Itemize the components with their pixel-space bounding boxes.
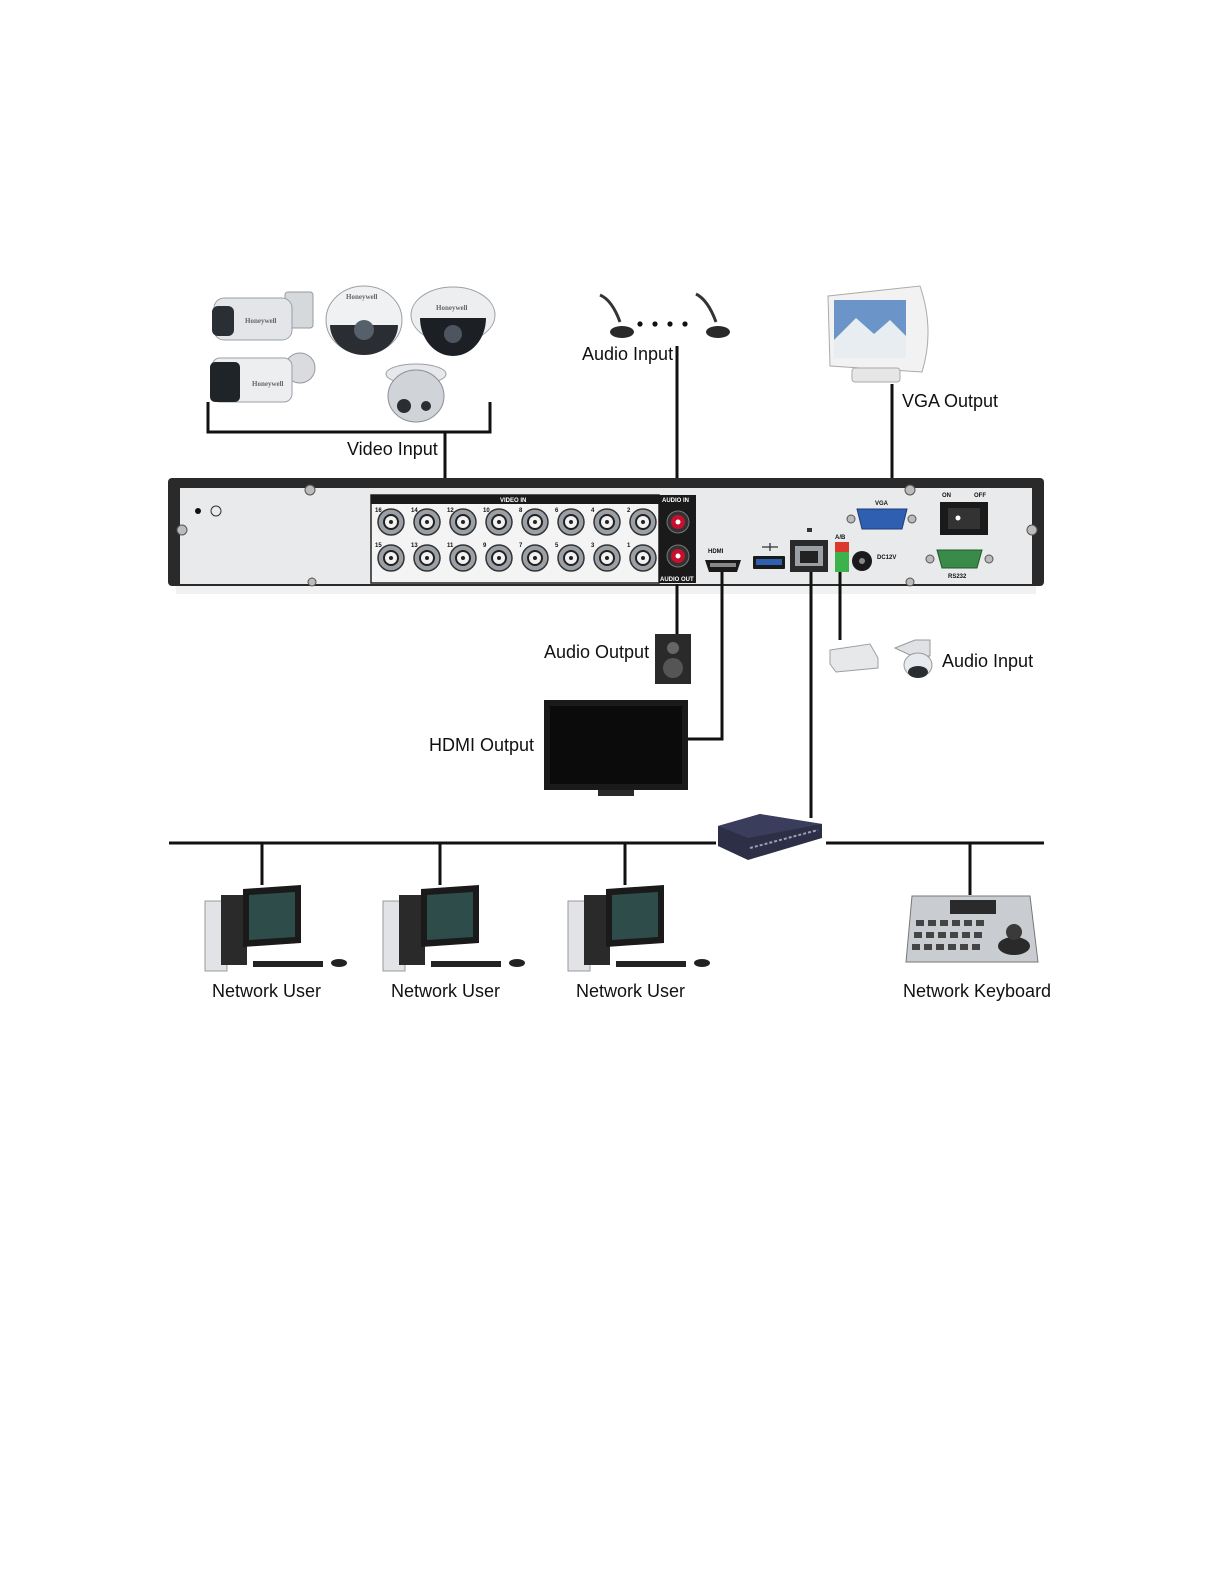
bnc-connector-pin	[533, 556, 537, 560]
svg-text:RS232: RS232	[948, 574, 967, 580]
bnc-connector-pin	[497, 520, 501, 524]
hdmi-output-label: HDMI Output	[429, 735, 534, 755]
svg-text:OFF: OFF	[974, 493, 986, 499]
bnc-connector-pin	[425, 520, 429, 524]
bnc-connector-pin	[425, 556, 429, 560]
microphone-icon	[696, 294, 730, 338]
speaker-icon	[655, 634, 691, 684]
network-keyboard-label: Network Keyboard	[903, 981, 1051, 1001]
audio-io-block: AUDIO IN AUDIO OUT	[659, 495, 696, 583]
turret-camera-icon	[386, 364, 446, 422]
video-input-bracket	[208, 402, 490, 432]
svg-text:ON: ON	[942, 493, 951, 499]
network-user-label: Network User	[576, 981, 685, 1001]
audio-out-port	[667, 545, 689, 567]
hdmi-output-wire	[688, 572, 722, 739]
bnc-connector-pin	[569, 556, 573, 560]
ptz-camera-icon	[895, 640, 932, 678]
desktop-computer-icon	[383, 885, 525, 971]
video-input-cameras: Honeywell Honeywell Honeywell Honeywell	[210, 286, 495, 422]
audio-input-top-label: Audio Input	[582, 344, 673, 364]
svg-text:DC12V: DC12V	[877, 555, 896, 561]
desktop-computer-icon	[568, 885, 710, 971]
network-user-label: Network User	[391, 981, 500, 1001]
svg-text:Honeywell: Honeywell	[245, 317, 277, 325]
bnc-connector-pin	[533, 520, 537, 524]
svg-text:AUDIO OUT: AUDIO OUT	[660, 577, 694, 583]
bullet-camera-icon: Honeywell	[212, 292, 313, 340]
desktop-computer-icon	[205, 885, 347, 971]
crt-monitor-icon	[828, 286, 928, 382]
decoder-box-icon	[830, 644, 878, 672]
svg-text:Honeywell: Honeywell	[346, 293, 378, 301]
tv-icon	[544, 700, 688, 796]
bullet-camera-icon: Honeywell	[210, 353, 315, 402]
svg-text:Honeywell: Honeywell	[252, 380, 284, 388]
audio-input-right-label: Audio Input	[942, 651, 1033, 671]
svg-text:VIDEO IN: VIDEO IN	[500, 498, 526, 504]
channel-number: 14	[411, 508, 418, 514]
bnc-connector-pin	[641, 556, 645, 560]
bnc-connector-pin	[389, 520, 393, 524]
microphones	[600, 294, 730, 338]
network-user-label: Network User	[212, 981, 321, 1001]
bnc-connector-pin	[497, 556, 501, 560]
network-switch-icon	[718, 814, 822, 860]
channel-number: 16	[375, 508, 382, 514]
bnc-connector-pin	[461, 556, 465, 560]
keyboard-controller-icon	[906, 896, 1038, 962]
bnc-connector-pin	[569, 520, 573, 524]
channel-number: 15	[375, 543, 382, 549]
svg-text:Honeywell: Honeywell	[436, 304, 468, 312]
svg-text:AUDIO IN: AUDIO IN	[662, 498, 689, 504]
bnc-connector-pin	[641, 520, 645, 524]
microphone-icon	[600, 295, 634, 338]
video-input-label: Video Input	[347, 439, 438, 459]
svg-text:HDMI: HDMI	[708, 549, 724, 555]
bnc-connector-pin	[389, 556, 393, 560]
vga-output-label: VGA Output	[902, 391, 998, 411]
bnc-connector-pin	[605, 556, 609, 560]
svg-text:A/B: A/B	[835, 535, 846, 541]
dome-camera-icon: Honeywell	[411, 287, 495, 356]
channel-number: 10	[483, 508, 490, 514]
audio-output-label: Audio Output	[544, 642, 649, 662]
channel-number: 12	[447, 508, 454, 514]
channel-number: 11	[447, 543, 454, 549]
dome-camera-icon: Honeywell	[326, 286, 402, 355]
svg-text:VGA: VGA	[875, 501, 889, 507]
bnc-connector-pin	[461, 520, 465, 524]
bnc-connector-pin	[605, 520, 609, 524]
channel-number: 13	[411, 543, 418, 549]
audio-in-port	[667, 511, 689, 533]
